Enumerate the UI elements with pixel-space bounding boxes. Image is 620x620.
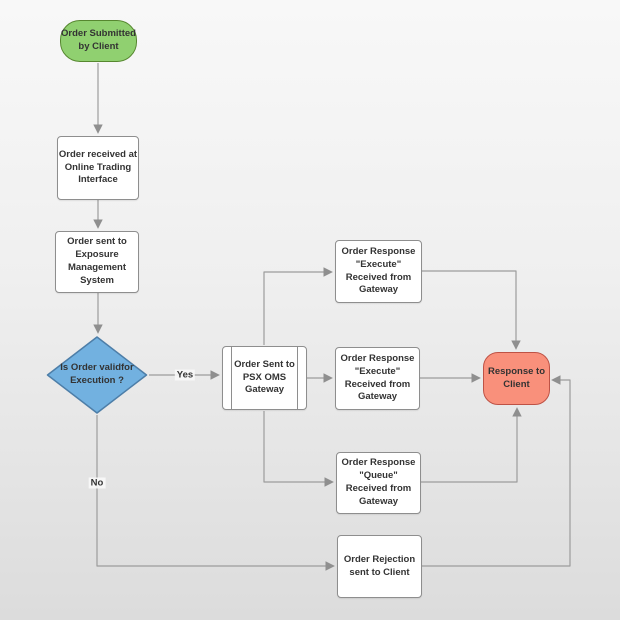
node-order-sent-exposure[interactable]: Order sent to Exposure Management System (55, 231, 139, 293)
connector-rejection-to-response (422, 375, 571, 567)
edge-label-no: No (88, 477, 106, 489)
node-decision-label: Is Order validfor Execution ? (60, 362, 134, 386)
node-order-submitted[interactable]: Order Submitted by Client (60, 20, 137, 62)
node-order-sent-psx-gateway-label: Order Sent to PSX OMS Gateway (234, 358, 295, 396)
node-order-received[interactable]: Order received at Online Trading Interfa… (57, 136, 139, 200)
node-order-response-execute-top-label: Order Response "Execute" Received from G… (341, 245, 416, 296)
node-order-response-execute-mid-label: Order Response "Execute" Received from G… (340, 352, 415, 403)
node-order-received-label: Order received at Online Trading Interfa… (58, 148, 138, 186)
connector-resp-queue-to-response (421, 407, 522, 483)
node-order-response-queue-label: Order Response "Queue" Received from Gat… (341, 457, 416, 507)
node-response-to-client[interactable]: Response to Client (483, 352, 550, 405)
connector-decision-no-to-rejection (96, 415, 335, 571)
node-order-rejection[interactable]: Order Rejection sent to Client (337, 535, 422, 598)
node-order-sent-psx-gateway[interactable]: Order Sent to PSX OMS Gateway (222, 346, 307, 410)
node-order-sent-exposure-label: Order sent to Exposure Management System (67, 236, 127, 286)
edge-label-yes: Yes (174, 369, 196, 381)
node-order-submitted-label: Order Submitted by Client (61, 28, 136, 52)
node-order-response-execute-mid[interactable]: Order Response "Execute" Received from G… (335, 347, 420, 410)
connector-psx-to-resp-top (263, 267, 333, 345)
node-decision-valid-execution[interactable]: Is Order validfor Execution ? (46, 336, 148, 414)
node-response-to-client-label: Response to Client (487, 365, 545, 390)
node-order-response-execute-top[interactable]: Order Response "Execute" Received from G… (335, 240, 422, 303)
decision-diamond-shape (46, 336, 148, 414)
connector-psx-to-resp-queue (263, 411, 334, 487)
node-order-response-queue[interactable]: Order Response "Queue" Received from Gat… (336, 452, 421, 514)
node-order-rejection-label: Order Rejection sent to Client (343, 553, 416, 578)
connector-resp-top-to-response (422, 270, 521, 350)
